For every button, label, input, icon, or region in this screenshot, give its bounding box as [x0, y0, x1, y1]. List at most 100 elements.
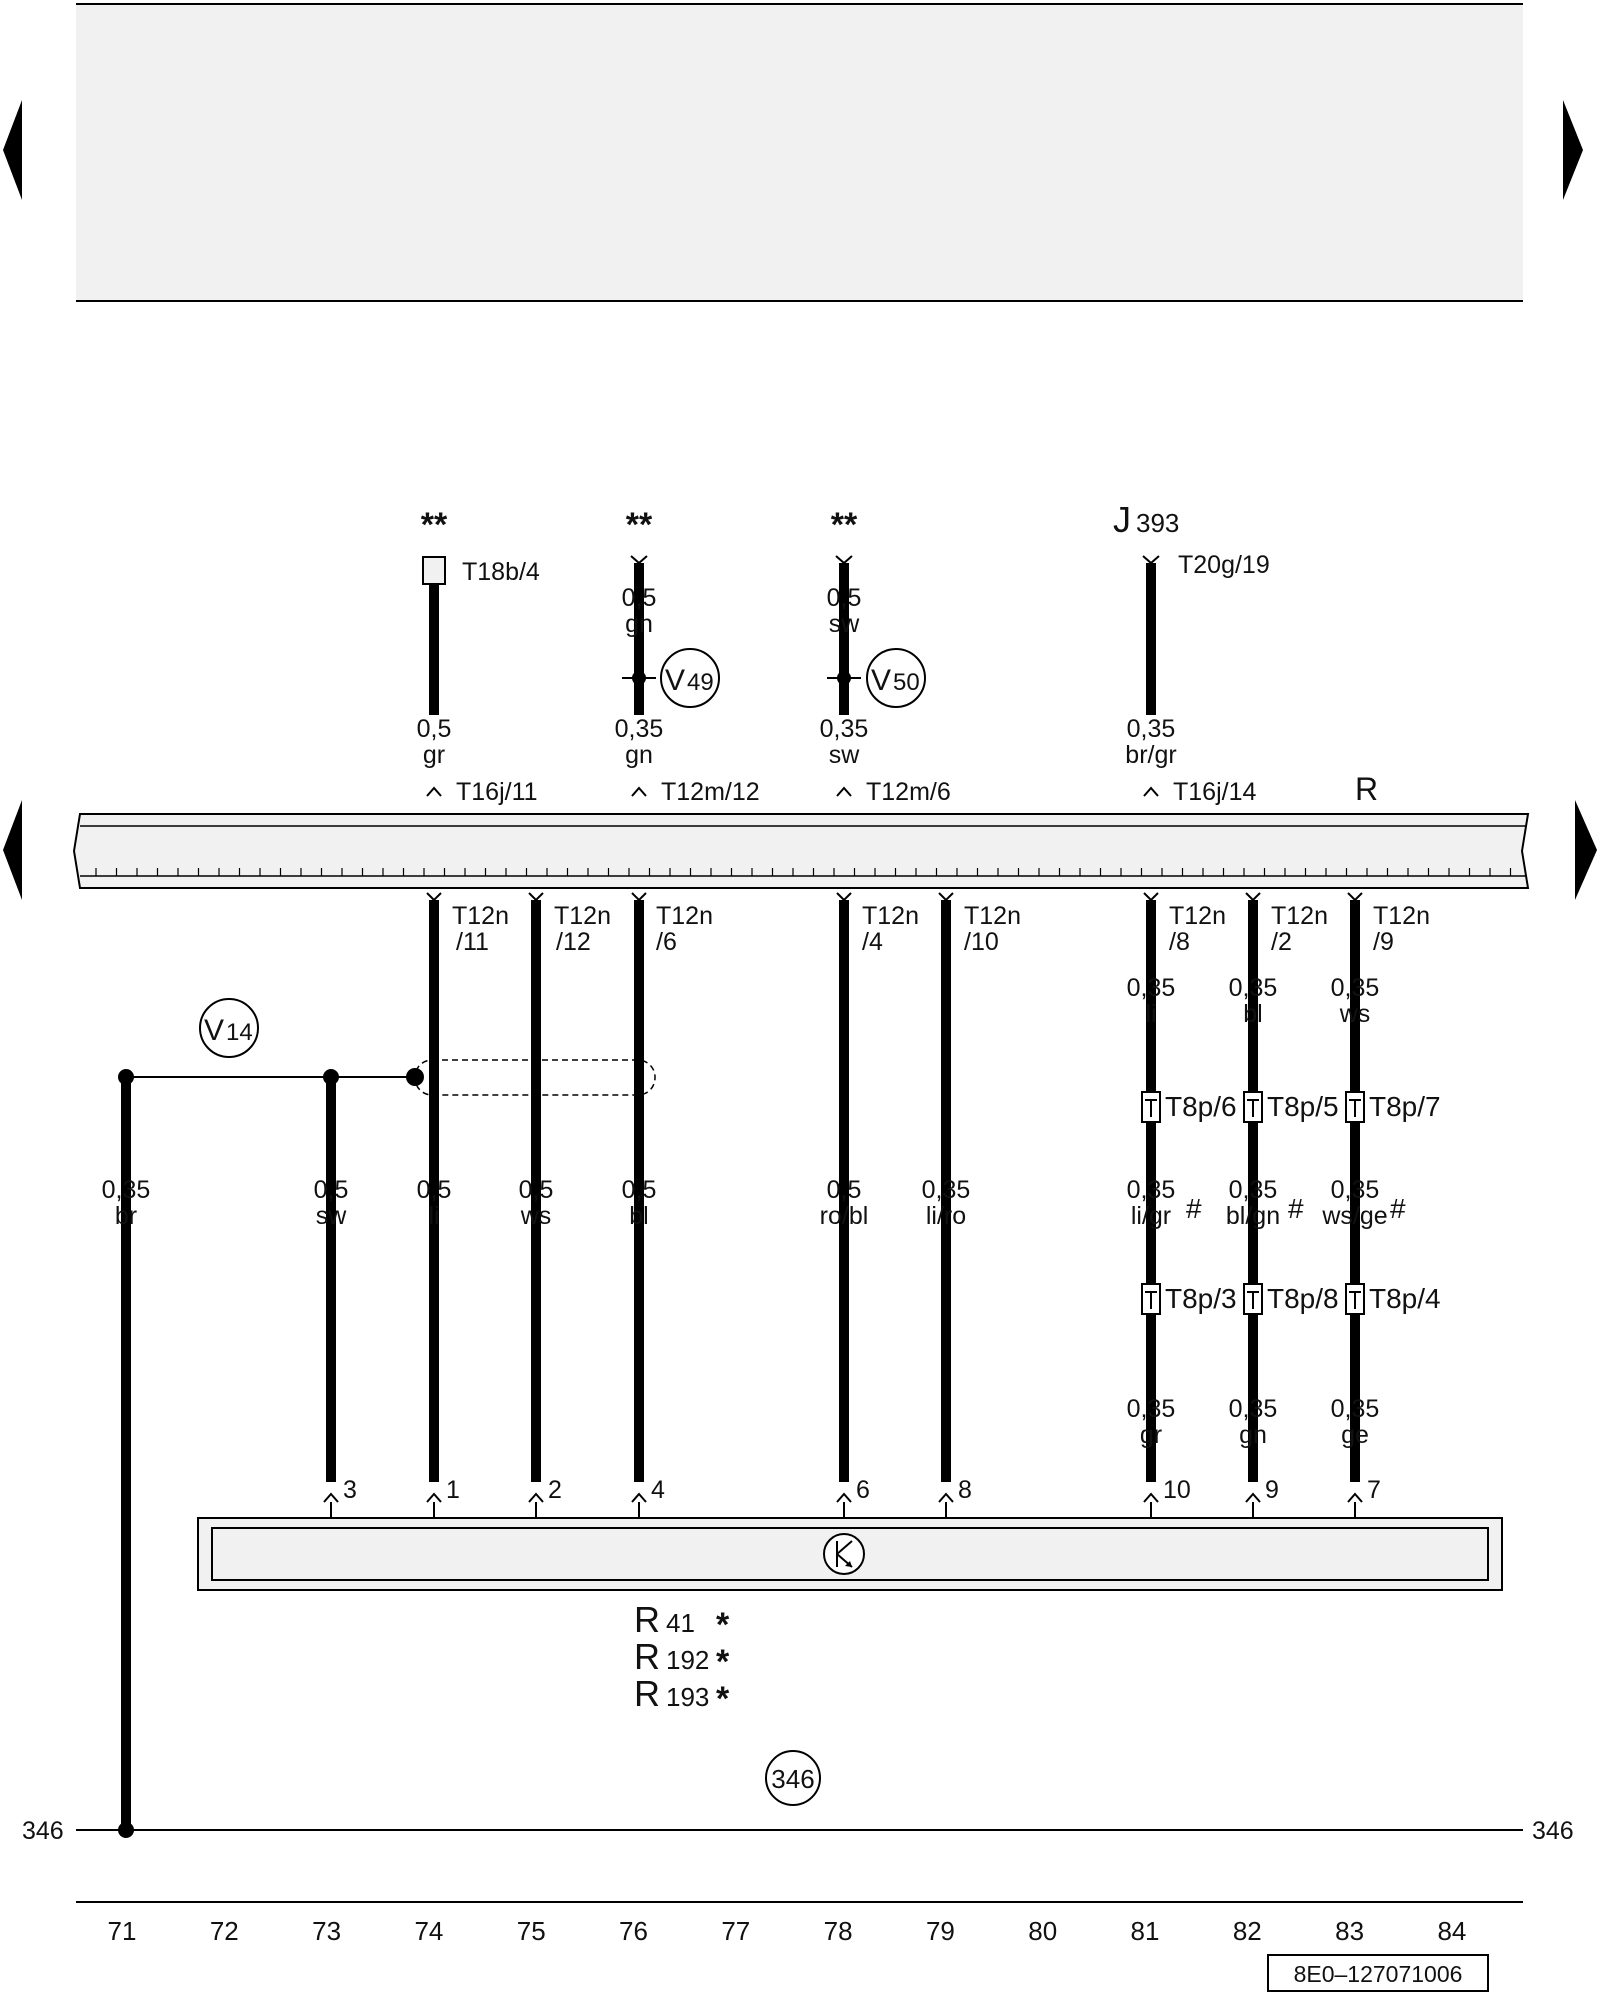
marker-double-star-74: ** [421, 506, 448, 544]
transistor-symbol-icon [823, 1533, 865, 1575]
pin-number-75: 2 [548, 1476, 562, 1504]
pin-cap-83-component [1347, 1492, 1363, 1518]
v50-badge [866, 648, 926, 708]
footer-column-80: 80 [1028, 1916, 1057, 1946]
wire-81-mid-color: li [1145, 1000, 1156, 1028]
pin-number-83: 7 [1367, 1476, 1381, 1504]
marker-double-star-78: ** [831, 506, 858, 544]
wire-78-color: ro/bl [820, 1202, 869, 1230]
footer-column-72: 72 [210, 1916, 239, 1946]
wire-76-color: bl [629, 1202, 648, 1230]
wire-82-hash: # [1288, 1193, 1304, 1224]
wire-82-mid-size: 0,35 [1229, 974, 1278, 1002]
pin-cap-74-below [426, 892, 442, 902]
page-next-arrow-top[interactable] [1563, 100, 1583, 200]
wire-74-color: li [428, 1202, 439, 1230]
wire-71-color: br [115, 1202, 137, 1230]
footer-column-79: 79 [926, 1916, 955, 1946]
doc-code: 8E0–127071006 [1294, 1961, 1463, 1987]
wire-81-bottom-color: gr [1140, 1421, 1162, 1449]
v14-badge [199, 998, 259, 1058]
t8p-7-glyph [1349, 1099, 1361, 1117]
wire-74-size: 0,5 [417, 1176, 452, 1204]
t8p-row1: T8p/6 T8p/5 T8p/7 [1141, 1091, 1441, 1123]
wire-76b-size: 0,35 [615, 715, 664, 743]
page-prev-arrow-mid[interactable] [3, 800, 22, 900]
r192-letter: R [634, 1636, 660, 1677]
t12n-82-prefix: T12n [1271, 902, 1328, 930]
v14-number: 14 [226, 1019, 253, 1046]
pin-number-76: 4 [651, 1476, 665, 1504]
top-panel [76, 4, 1523, 301]
pin-cap-81-below [1143, 892, 1159, 902]
footer-column-71: 71 [108, 1916, 137, 1946]
v50-letter: V [871, 664, 891, 697]
t12n-75-prefix: T12n [554, 902, 611, 930]
v49-junction [632, 671, 646, 685]
wire-82-bottom-color: gn [1239, 1421, 1267, 1449]
t12n-79-pin: /10 [964, 928, 999, 956]
pin-number-81: 10 [1163, 1476, 1191, 1504]
t12n-75-pin: /12 [556, 928, 591, 956]
t8p-row2: T8p/3 T8p/8 T8p/4 [1141, 1283, 1441, 1315]
ground-346-badge [765, 1750, 821, 1806]
wire-74-top-color: gr [423, 741, 445, 769]
pin-cap-76-below [631, 892, 647, 902]
wire-83-mid-size: 0,35 [1331, 974, 1380, 1002]
rail-ticks [95, 868, 1512, 876]
page-prev-arrow-top[interactable] [3, 100, 22, 200]
wire-81-hash: # [1186, 1193, 1202, 1224]
footer-column-76: 76 [619, 1916, 648, 1946]
footer-column-82: 82 [1233, 1916, 1262, 1946]
wire-78-top-color: sw [829, 610, 861, 638]
pin-cap-82-below [1245, 892, 1261, 902]
footer-column-75: 75 [517, 1916, 546, 1946]
wire-82-color: bl/gn [1226, 1202, 1280, 1230]
pin-cap-79-below [938, 892, 954, 902]
component-pin-caps [323, 1492, 1363, 1518]
r193-star: * [716, 1680, 730, 1718]
pin-number-78: 6 [856, 1476, 870, 1504]
v14-letter: V [204, 1014, 224, 1047]
t8p-7-label: T8p/7 [1369, 1091, 1441, 1122]
wire-76-top-color: gn [625, 610, 653, 638]
doc-code-box [1267, 1954, 1489, 1992]
r41-star: * [716, 1606, 730, 1644]
r193-number: 193 [666, 1682, 709, 1712]
footer-column-83: 83 [1335, 1916, 1364, 1946]
page-next-arrow-mid[interactable] [1575, 800, 1597, 900]
junction-ground-71 [118, 1822, 134, 1838]
t8p-4-label: T8p/4 [1369, 1283, 1441, 1314]
pin-cap-78-below [836, 892, 852, 902]
r192-star: * [716, 1643, 730, 1681]
connector-t12m-6: T12m/6 [866, 778, 951, 806]
t12n-74-prefix: T12n [452, 902, 509, 930]
pin-cap-78-top [835, 555, 853, 565]
pin-cap-75-below [528, 892, 544, 902]
wire-73-size: 0,5 [314, 1176, 349, 1204]
wire-83-mid-color: ws [1339, 1000, 1371, 1028]
t8p-8-glyph [1247, 1291, 1259, 1309]
v49-number: 49 [687, 669, 714, 696]
v50-junction [837, 671, 851, 685]
t12n-74-pin: /11 [456, 928, 489, 956]
pin-number-74: 1 [446, 1476, 460, 1504]
wire-81-size: 0,35 [1127, 1176, 1176, 1204]
v50-number: 50 [893, 669, 920, 696]
label-j393-number: 393 [1136, 508, 1179, 538]
pin-number-79: 8 [958, 1476, 972, 1504]
junction-71 [118, 1069, 134, 1085]
t8p-3-label: T8p/3 [1165, 1283, 1237, 1314]
t12n-81-prefix: T12n [1169, 902, 1226, 930]
t12n-83-prefix: T12n [1373, 902, 1430, 930]
footer-column-74: 74 [414, 1916, 443, 1946]
ground-line-right-label: 346 [1532, 1817, 1574, 1845]
pin-cap-82-component [1245, 1492, 1261, 1518]
wire-81-color: li/gr [1131, 1202, 1171, 1230]
t8p-3-glyph [1145, 1291, 1157, 1309]
v49-letter: V [665, 664, 685, 697]
pin-cap-81-top [1142, 555, 1160, 565]
connector-t16j-14: T16j/14 [1173, 778, 1256, 806]
pin-cap-73-component [323, 1492, 339, 1518]
